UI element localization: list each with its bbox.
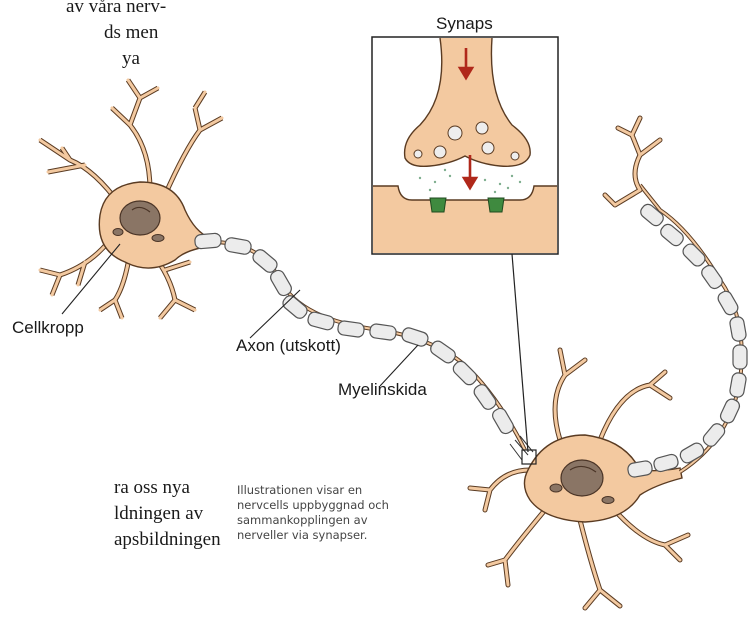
inset-title: Synaps <box>436 14 493 34</box>
nucleus-right <box>561 460 603 496</box>
label-axon: Axon (utskott) <box>236 336 341 356</box>
nucleus-left <box>120 201 160 235</box>
caption-line: nervcells uppbyggnad och <box>237 498 437 513</box>
label-cell-body: Cellkropp <box>12 318 84 338</box>
myelin-left <box>194 233 515 436</box>
axon-right <box>640 185 742 472</box>
myelin-right <box>627 202 747 478</box>
inset-pointer-line <box>512 254 528 452</box>
dendrite <box>112 80 158 190</box>
label-myelin: Myelinskida <box>338 380 427 400</box>
caption-line: Illustrationen visar en <box>237 483 437 498</box>
synapse-inset <box>372 37 558 254</box>
figure-caption: Illustrationen visar en nervcells uppbyg… <box>237 483 437 543</box>
receptor <box>430 198 446 212</box>
receptor <box>488 198 504 212</box>
caption-line: nerveller via synapser. <box>237 528 437 543</box>
caption-line: sammankopplingen av <box>237 513 437 528</box>
